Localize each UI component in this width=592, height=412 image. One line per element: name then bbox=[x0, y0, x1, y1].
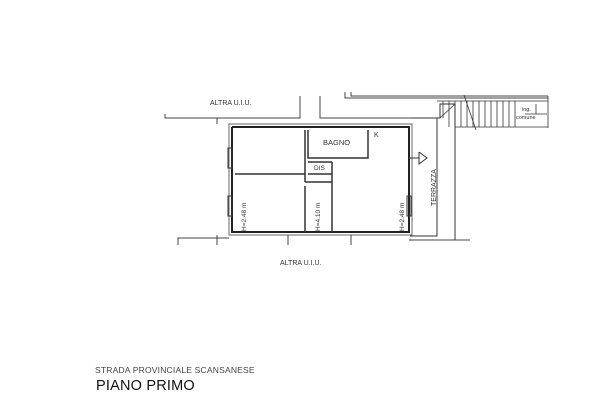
dis-label: DIS bbox=[314, 165, 326, 172]
height-center-label: H=4.10 m bbox=[315, 203, 322, 231]
ingresso-label-line2: comune bbox=[516, 115, 536, 121]
height-right-label: H=2.48 m bbox=[399, 203, 406, 231]
ingresso-label-line1: ing. bbox=[522, 107, 531, 113]
floor-title: PIANO PRIMO bbox=[96, 378, 195, 394]
bagno-label: BAGNO bbox=[323, 138, 350, 147]
interior-walls bbox=[235, 130, 369, 232]
street-caption: STRADA PROVINCIALE SCANSANESE bbox=[95, 365, 255, 375]
height-left-label: H=2.48 m bbox=[241, 203, 248, 231]
staircase bbox=[437, 94, 549, 131]
kitchen-label: K bbox=[374, 132, 379, 139]
door-symbol bbox=[409, 151, 428, 165]
terrazza-label: TERRAZZA bbox=[431, 169, 438, 206]
wall-outline bbox=[228, 123, 413, 236]
windows bbox=[227, 147, 412, 217]
neighbor-label-top: ALTRA U.I.U. bbox=[210, 100, 252, 107]
neighbor-walls-bottom bbox=[177, 235, 470, 245]
neighbor-label-bottom: ALTRA U.I.U. bbox=[280, 260, 322, 267]
neighbor-walls-top bbox=[164, 92, 548, 124]
